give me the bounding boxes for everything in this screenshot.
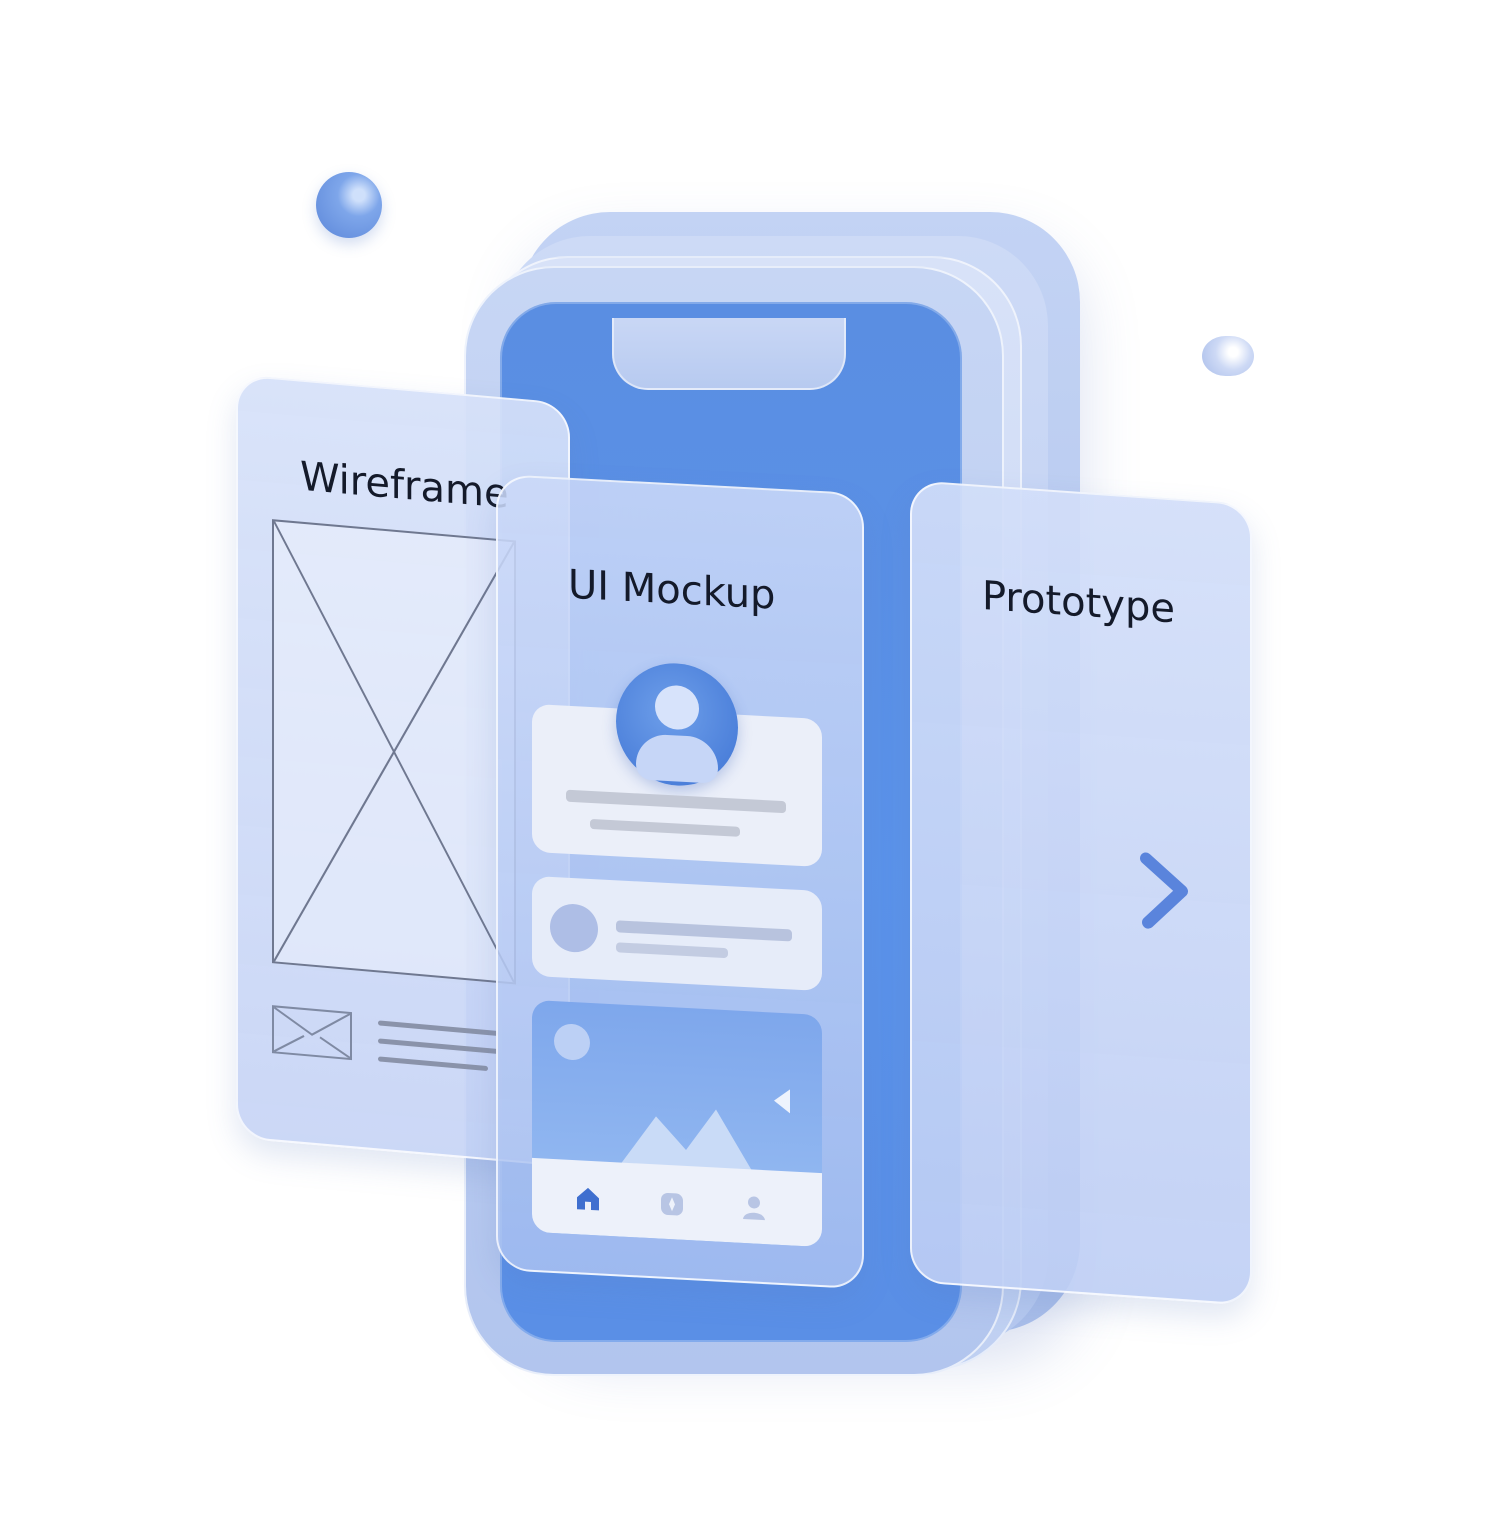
list-item [532, 875, 822, 992]
media-dot [554, 1023, 590, 1061]
thumbnail-placeholder-icon [272, 1005, 352, 1061]
compass-icon [661, 1193, 683, 1216]
floating-orb-large [316, 172, 382, 238]
wireframe-title: Wireframe [300, 453, 509, 518]
home-icon [577, 1187, 599, 1211]
text-line-placeholder [378, 1038, 498, 1054]
user-icon [743, 1196, 765, 1221]
floating-orb-small [1202, 336, 1254, 376]
mountain-image-icon [616, 1109, 756, 1178]
avatar-body [636, 733, 718, 784]
list-item-subtitle-placeholder [616, 942, 728, 959]
ui-mockup-title: UI Mockup [568, 561, 776, 619]
media-play-icon [774, 1088, 790, 1114]
list-item-avatar [550, 902, 598, 954]
text-line-placeholder [378, 1020, 498, 1036]
prototype-card: Prototype [910, 480, 1252, 1306]
prototype-title: Prototype [982, 573, 1175, 633]
media-panel [532, 999, 822, 1248]
list-item-title-placeholder [616, 920, 792, 942]
wireframe-card: Wireframe [236, 374, 570, 1168]
phone-notch [612, 318, 846, 390]
image-placeholder-icon [272, 519, 516, 985]
tab-bar [532, 1157, 822, 1248]
ui-mockup-card: UI Mockup [496, 474, 864, 1290]
text-line-placeholder [378, 1056, 488, 1072]
arrow-right-icon [1008, 852, 1188, 929]
avatar-head [655, 684, 699, 731]
